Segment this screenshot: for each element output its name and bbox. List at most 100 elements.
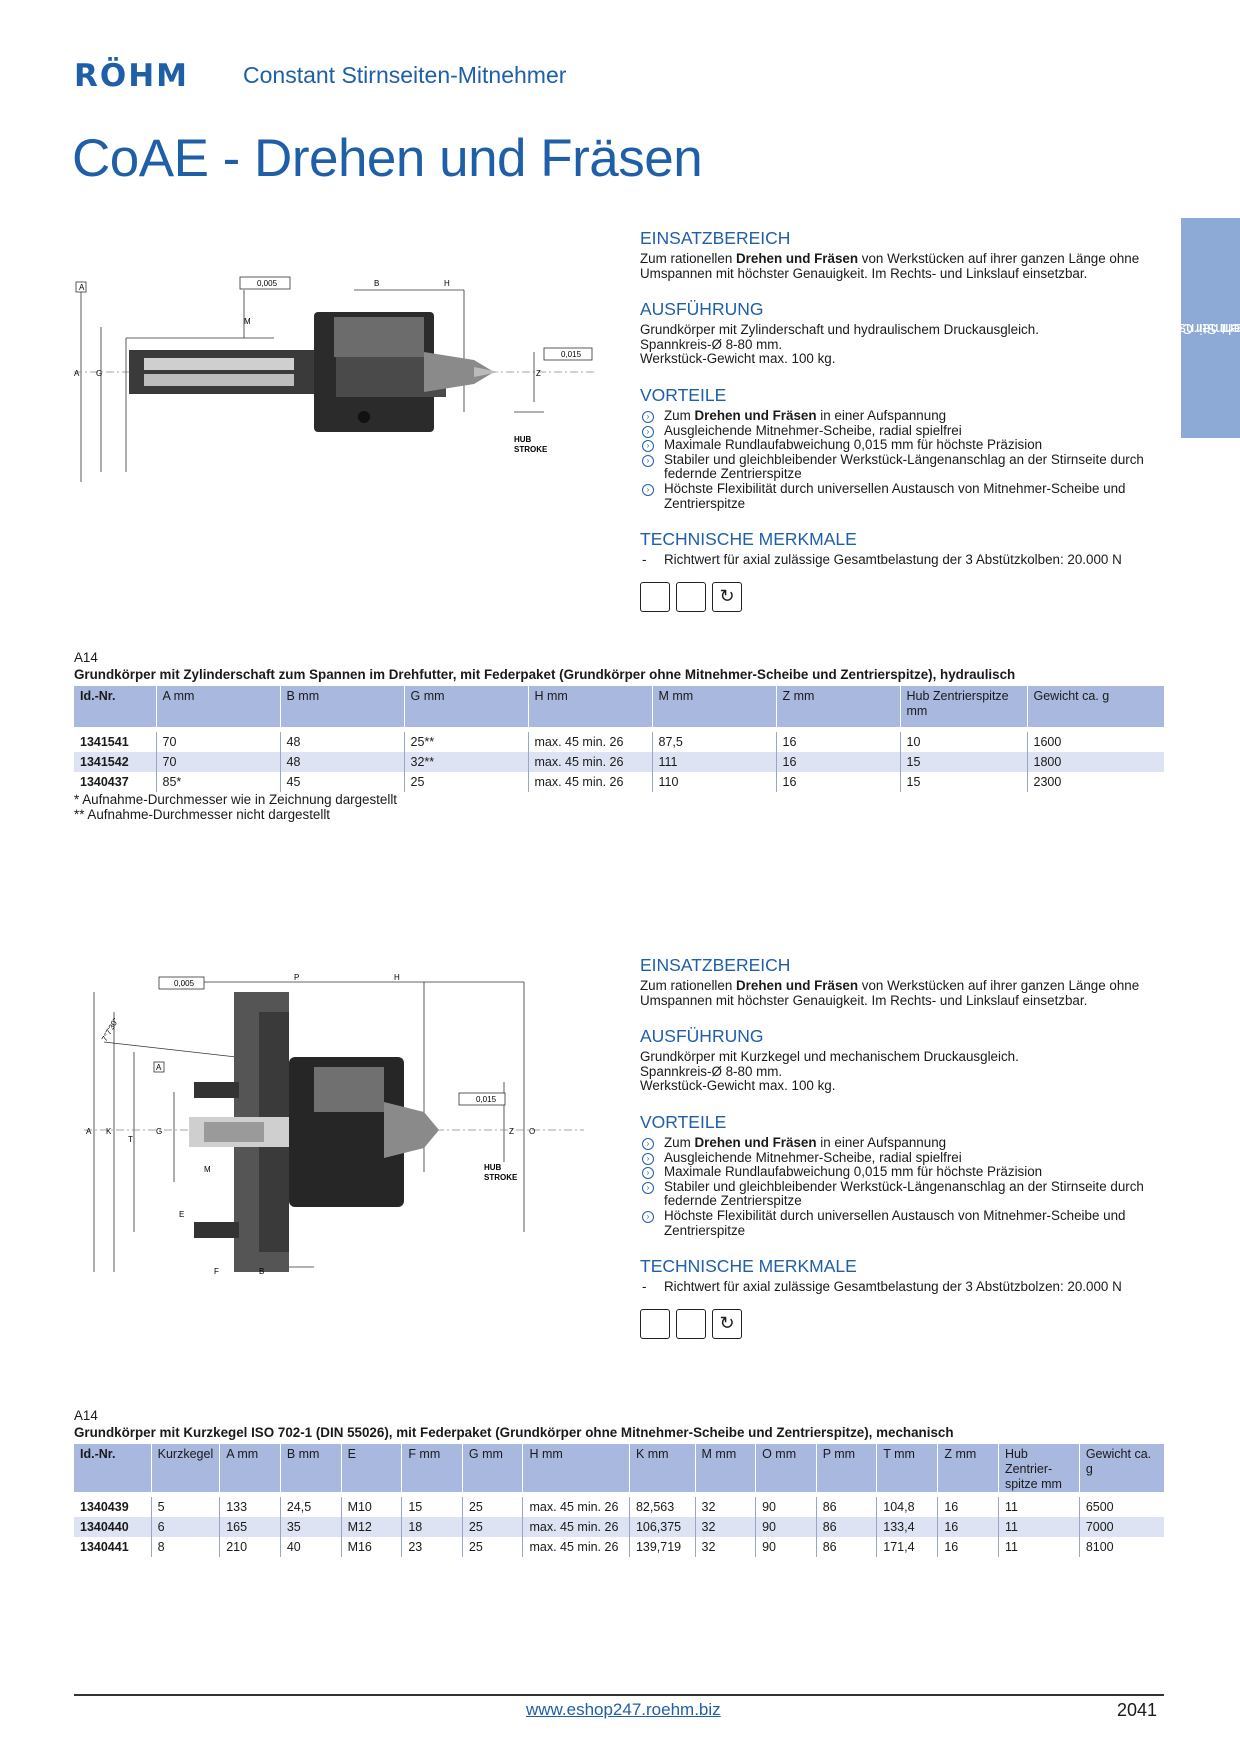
arrow-right-icon: › [642,1152,654,1165]
table-cell: 25 [403,772,528,792]
page-title: CoAE - Drehen und Fräsen [72,129,703,188]
table-cell: 32 [694,1517,756,1537]
note-2: ** Aufnahme-Durchmesser nicht dargestell… [74,806,331,822]
tech-heading-2: TECHNISCHE MERKMALE [640,1256,857,1277]
shaft-icon [640,581,670,612]
arrow-right-icon: › [642,1137,654,1150]
table-cell: 1600 [1026,732,1164,752]
table-cell: 16 [937,1517,999,1537]
tech-item-2: -Richtwert für axial zulässige Gesamtbel… [642,1279,1122,1295]
product2-description: EINSATZBEREICH Zum rationellen Drehen un… [640,955,1200,1339]
list-item: ›Maximale Rundlaufabweichung 0,015 mm fü… [640,1164,1200,1180]
ausfuehrung-heading-2: AUSFÜHRUNG [640,1026,764,1047]
table-cell: 1341541 [80,735,129,749]
table-cell: 45 [279,772,404,792]
shop-link[interactable]: www.eshop247.roehm.biz [526,1700,721,1719]
ausfuehrung-text-2: Grundkörper mit Kurzkegel und mechanisch… [640,1049,1019,1094]
datum-a-label-2: A [156,1063,162,1072]
table-cell: 133 [219,1497,281,1517]
table2-code: A14 [74,1408,98,1423]
table1-heading: A14 Grundkörper mit Zylinderschaft zum S… [74,650,1015,682]
dim-o: O [529,1127,535,1136]
table1: Id.-Nr. A mm B mm G mm H mm M mm Z mm Hu… [74,686,1164,792]
table-cell: 8 [150,1537,220,1557]
tech-item-1: -Richtwert für axial zulässige Gesamtbel… [642,552,1122,568]
shaft-icon [640,1308,670,1339]
column-header: K mm [628,1444,696,1492]
rotation-icon: ↻ [712,1308,742,1339]
einsatz-heading-1: EINSATZBEREICH [640,228,791,248]
dim-m: M [244,317,251,326]
list-item: ›Zum Drehen und Fräsen in einer Aufspann… [640,408,1200,424]
datum-a-label: A [79,283,85,292]
einsatz-heading-2: EINSATZBEREICH [640,955,791,975]
list-item: ›Stabiler und gleichbleibender Werkstück… [640,452,1200,482]
table-cell: 11 [997,1497,1080,1517]
column-header: Kurzkegel [150,1444,220,1492]
table-cell: 32 [694,1497,756,1517]
arrow-right-icon: › [642,1181,654,1194]
table-cell: 48 [279,752,404,772]
ausfuehrung-heading-1: AUSFÜHRUNG [640,299,764,320]
column-header: G mm [461,1444,523,1492]
table-cell: 82,563 [628,1497,696,1517]
dim-b-2: B [259,1267,264,1276]
table-cell: 16 [775,752,900,772]
vorteile-list-2: ›Zum Drehen und Fräsen in einer Aufspann… [640,1135,1200,1238]
note-1: * Aufnahme-Durchmesser wie in Zeichnung … [74,792,398,807]
table2-heading: A14 Grundkörper mit Kurzkegel ISO 702-1 … [74,1408,954,1440]
vorteile-list-1: ›Zum Drehen und Fräsen in einer Aufspann… [640,408,1200,511]
table-cell: 6500 [1078,1497,1164,1517]
table-cell: 1340440 [74,1517,152,1537]
dim-b: B [374,279,379,288]
table-cell: 139,719 [628,1537,696,1557]
table-cell: 25 [461,1517,523,1537]
dim-g: G [96,369,102,378]
dim-k: K [106,1127,112,1136]
table-cell: 165 [219,1517,281,1537]
dim-m-2: M [204,1165,211,1174]
column-header: Id.-Nr. [74,1444,152,1492]
table-cell: max. 45 min. 26 [522,1517,630,1537]
arrow-right-icon: › [642,410,654,423]
table-cell: 7000 [1078,1517,1164,1537]
table-cell: 70 [155,732,280,752]
table-cell: max. 45 min. 26 [522,1537,630,1557]
arrow-right-icon: › [642,454,654,467]
column-header: Gewicht ca. g [1078,1444,1164,1492]
col-g: G mm [403,686,528,727]
column-header: O mm [755,1444,817,1492]
table-cell: 15 [899,772,1027,792]
arrow-right-icon: › [642,1167,654,1180]
dim-h-2: H [394,973,400,982]
table-cell: 32** [403,752,528,772]
einsatz-text-1: Zum rationellen Drehen und Fräsen von We… [640,251,1140,281]
column-header: Z mm [937,1444,999,1492]
dim-z: Z [536,369,541,378]
column-header: H mm [522,1444,630,1492]
hub-label-2: HUB [484,1163,502,1172]
col-hub: Hub Zentrierspitze mm [899,686,1027,727]
col-a: A mm [155,686,280,727]
table-cell: 1340439 [80,1500,129,1514]
einsatz-text-2: Zum rationellen Drehen und Fräsen von We… [640,978,1140,1008]
arrow-right-icon: › [642,425,654,438]
table-cell: 1800 [1026,752,1164,772]
dim-h: H [444,279,450,288]
table1-code: A14 [74,650,98,665]
table-cell: 85* [155,772,280,792]
table-cell: M16 [340,1537,402,1557]
list-item: ›Stabiler und gleichbleibender Werkstück… [640,1179,1200,1209]
table-cell: 11 [997,1537,1080,1557]
side-tab[interactable]: Constant Stirnseiten-Mitnehmer CoAE [1140,218,1240,438]
table-cell: 40 [279,1537,342,1557]
tolerance-label-2: 0,015 [561,350,582,359]
product1-description: EINSATZBEREICH Zum rationellen Drehen un… [640,228,1200,612]
dim-f: F [214,1267,219,1276]
table-cell: 90 [755,1537,817,1557]
table-cell: 2300 [1026,772,1164,792]
col-z: Z mm [775,686,900,727]
column-header: F mm [401,1444,463,1492]
